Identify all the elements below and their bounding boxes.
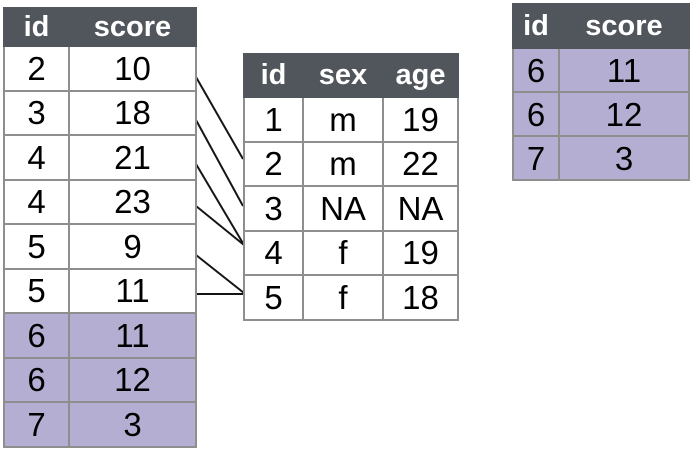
cell-id: 4 [3, 134, 70, 181]
cell-score: 10 [68, 45, 197, 92]
table-row: 3 18 [3, 89, 197, 136]
cell-id: 7 [3, 401, 70, 448]
table-row-highlighted: 6 12 [3, 356, 197, 403]
cell-id: 7 [512, 135, 560, 181]
table-row-highlighted: 6 11 [512, 47, 690, 93]
column-header-id: id [3, 7, 70, 47]
cell-id: 5 [3, 223, 70, 270]
cell-id: 6 [3, 312, 70, 359]
cell-id: 3 [3, 89, 70, 136]
column-header-sex: sex [302, 53, 384, 98]
cell-id: 4 [243, 229, 304, 276]
table-row: 2 m 22 [243, 140, 459, 187]
cell-score: 18 [68, 89, 197, 136]
table-row: 5 f 18 [243, 274, 459, 321]
cell-age: 18 [382, 274, 459, 321]
cell-score: 3 [68, 401, 197, 448]
cell-sex: m [302, 140, 384, 187]
table-row: 4 f 19 [243, 229, 459, 276]
cell-id: 6 [3, 356, 70, 403]
demographics-table: id sex age 1 m 19 2 m 22 3 NA NA 4 f 19 … [243, 53, 459, 321]
cell-id: 2 [243, 140, 304, 187]
cell-id: 6 [512, 91, 560, 137]
table-row: 3 NA NA [243, 185, 459, 232]
table-row: 5 11 [3, 267, 197, 314]
cell-sex: NA [302, 185, 384, 232]
left-score-table: id score 2 10 3 18 4 21 4 23 5 9 5 11 6 [3, 7, 197, 448]
unmatched-score-table: id score 6 11 6 12 7 3 [512, 3, 690, 181]
table-row: 1 m 19 [243, 96, 459, 143]
table-row: 5 9 [3, 223, 197, 270]
cell-sex: f [302, 274, 384, 321]
column-header-score: score [68, 7, 197, 47]
table-row-highlighted: 6 12 [512, 91, 690, 137]
table-row-highlighted: 7 3 [3, 401, 197, 448]
cell-id: 4 [3, 178, 70, 225]
column-header-age: age [382, 53, 459, 98]
cell-score: 11 [68, 312, 197, 359]
cell-score: 12 [558, 91, 690, 137]
cell-age: 22 [382, 140, 459, 187]
column-header-id: id [512, 3, 560, 49]
cell-id: 1 [243, 96, 304, 143]
header-row: id sex age [243, 53, 459, 98]
table-row-highlighted: 7 3 [512, 135, 690, 181]
cell-age: 19 [382, 229, 459, 276]
header-row: id score [512, 3, 690, 49]
cell-id: 5 [243, 274, 304, 321]
cell-score: 23 [68, 178, 197, 225]
cell-sex: m [302, 96, 384, 143]
cell-score: 21 [68, 134, 197, 181]
cell-age: NA [382, 185, 459, 232]
cell-age: 19 [382, 96, 459, 143]
cell-score: 9 [68, 223, 197, 270]
table-row-highlighted: 6 11 [3, 312, 197, 359]
table-row: 4 21 [3, 134, 197, 181]
cell-score: 11 [68, 267, 197, 314]
cell-score: 12 [68, 356, 197, 403]
cell-id: 6 [512, 47, 560, 93]
column-header-id: id [243, 53, 304, 98]
column-header-score: score [558, 3, 690, 49]
cell-sex: f [302, 229, 384, 276]
table-row: 2 10 [3, 45, 197, 92]
table-row: 4 23 [3, 178, 197, 225]
cell-id: 2 [3, 45, 70, 92]
cell-score: 11 [558, 47, 690, 93]
cell-score: 3 [558, 135, 690, 181]
cell-id: 3 [243, 185, 304, 232]
cell-id: 5 [3, 267, 70, 314]
header-row: id score [3, 7, 197, 47]
